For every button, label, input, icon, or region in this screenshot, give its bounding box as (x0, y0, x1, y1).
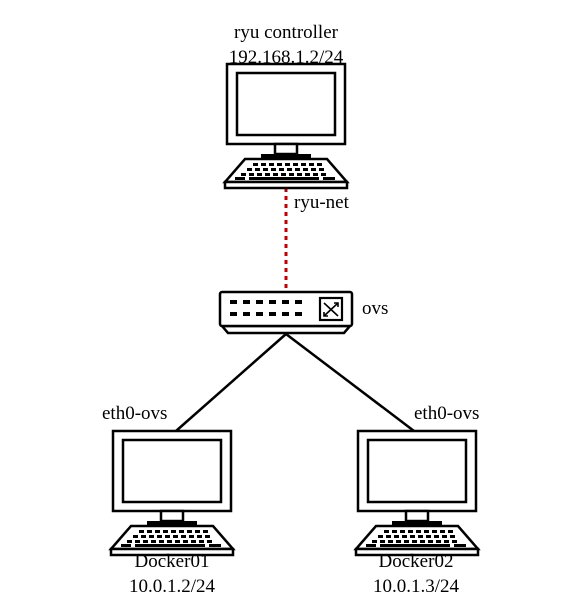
controller-link-label: ryu-net (294, 192, 350, 213)
host-ip: 10.0.1.3/24 (373, 576, 460, 597)
host-name: Docker01 (135, 551, 210, 572)
host-interface-label: eth0-ovs (414, 403, 479, 424)
computer-icon (354, 429, 480, 557)
controller-name: ryu controller (234, 22, 339, 43)
link-switch-docker01 (175, 333, 287, 432)
host-docker01: eth0-ovs Docker01 10.0.1.2/24 (102, 403, 235, 597)
host-ip: 10.0.1.2/24 (129, 576, 216, 597)
computer-icon (109, 429, 235, 557)
switch-name: ovs (362, 298, 388, 319)
link-switch-docker02 (285, 333, 415, 432)
switch-icon (218, 290, 354, 335)
controller-node: ryu controller 192.168.1.2/24 (223, 22, 349, 190)
controller-ip: 192.168.1.2/24 (229, 47, 344, 68)
host-interface-label: eth0-ovs (102, 403, 167, 424)
switch-node: ovs (218, 290, 388, 335)
host-name: Docker02 (379, 551, 454, 572)
computer-icon (223, 62, 349, 190)
host-docker02: eth0-ovs Docker02 10.0.1.3/24 (354, 403, 480, 597)
